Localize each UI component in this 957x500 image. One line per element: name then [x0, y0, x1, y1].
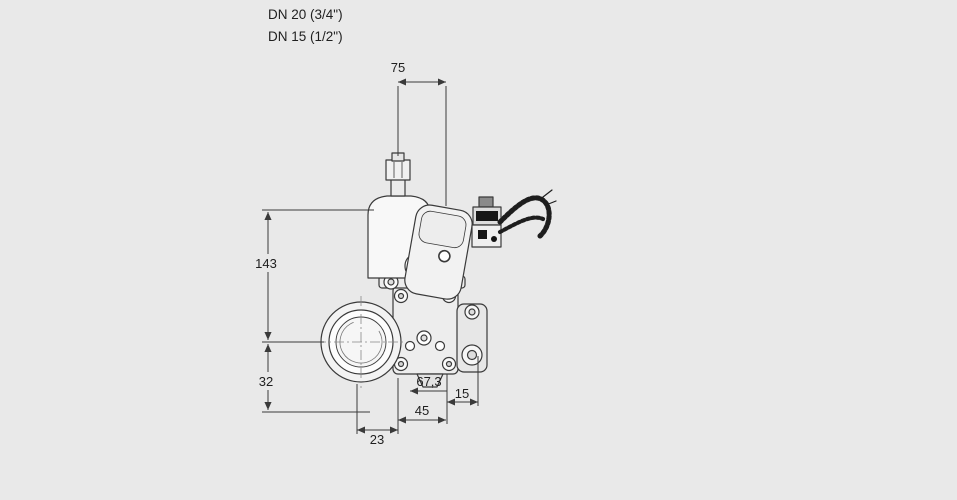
cover-screw — [438, 249, 451, 263]
inlet-flange — [316, 296, 406, 388]
dim-bottom-widths — [356, 356, 479, 434]
dim-top-width — [397, 78, 447, 206]
actuator-cover — [404, 204, 473, 300]
dim-label-15: 15 — [455, 386, 469, 401]
flange-bolts — [393, 288, 457, 372]
dim-label-45: 45 — [415, 403, 429, 418]
bottom-tab — [416, 373, 444, 388]
dim-label-67-3: 67,3 — [416, 374, 441, 389]
test-ports — [404, 330, 446, 352]
label-dn20: DN 20 (3/4") — [268, 7, 343, 22]
cable — [497, 189, 557, 239]
dim-left-heights — [250, 209, 374, 413]
dim-label-32: 32 — [259, 374, 273, 389]
dim-label-75: 75 — [391, 60, 405, 75]
outlet-bolts — [461, 304, 483, 366]
dim-label-23: 23 — [370, 432, 384, 447]
label-dn15: DN 15 (1/2") — [268, 29, 343, 44]
dim-label-143: 143 — [255, 256, 277, 271]
top-cap — [385, 152, 411, 197]
valve-body — [392, 285, 488, 388]
centerline-cross — [316, 296, 406, 388]
solenoid-connector — [471, 196, 502, 248]
